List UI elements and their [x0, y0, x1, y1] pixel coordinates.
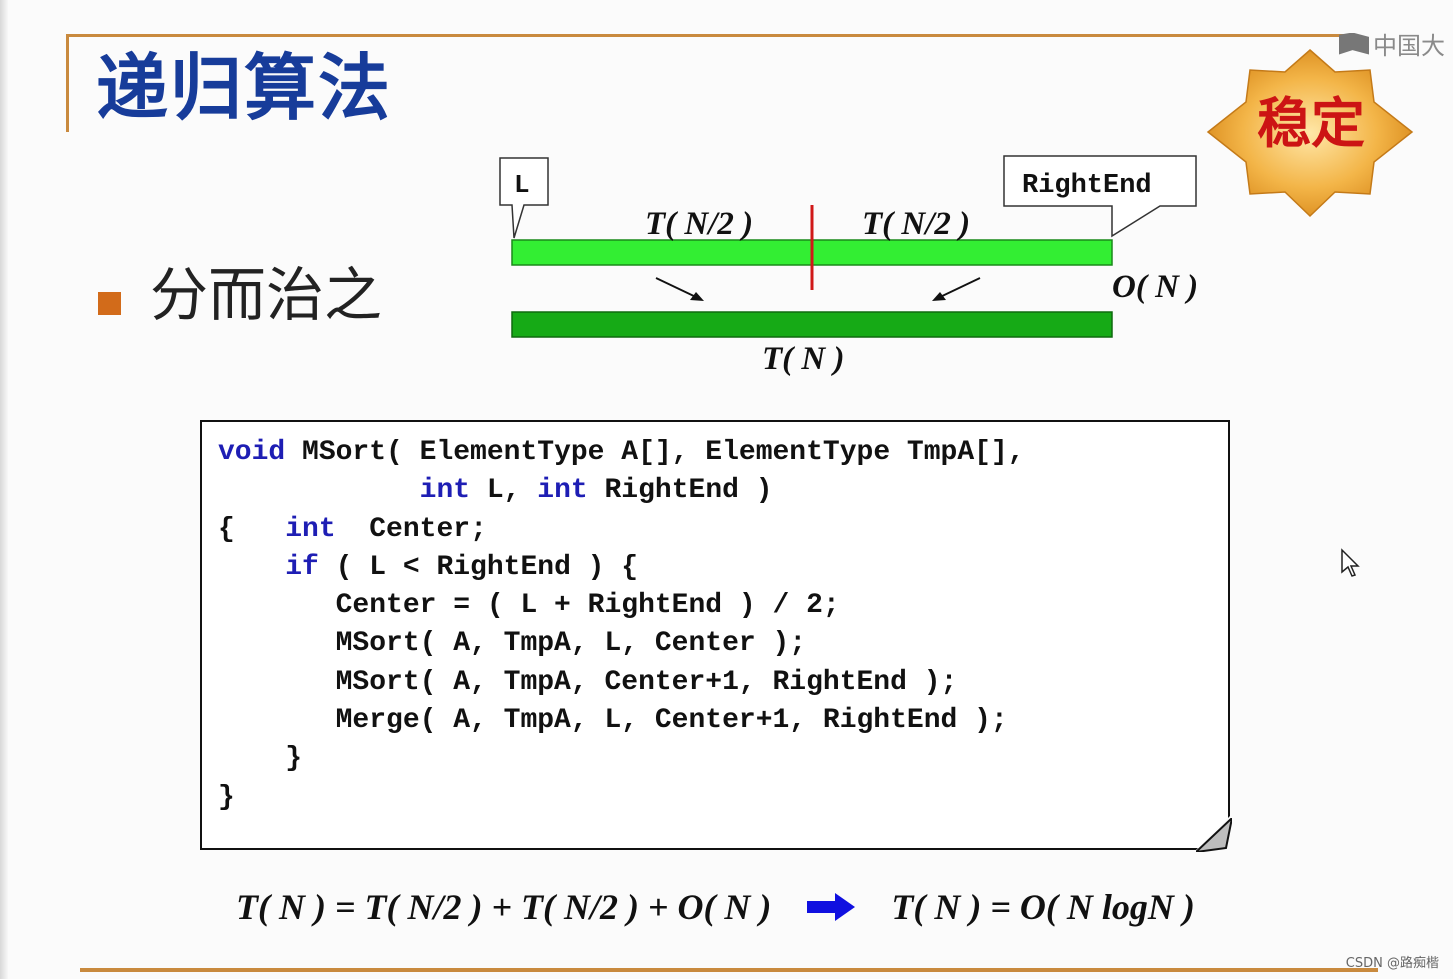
code-line: if ( L < RightEnd ) { [218, 549, 1025, 587]
merge-arrow-right [937, 277, 981, 299]
page-curl [1196, 818, 1232, 852]
code-keyword: int [285, 513, 336, 545]
bottom-rule [80, 968, 1378, 972]
merge-cost: O( N ) [1112, 269, 1198, 305]
code-line: MSort( A, TmpA, L, Center ); [218, 625, 1025, 663]
code-text: } [218, 781, 235, 813]
code-text: L, [470, 475, 538, 507]
code-line: int L, int RightEnd ) [218, 472, 1025, 510]
top-rule [66, 34, 1356, 37]
course-logo: 中国大 [1339, 26, 1445, 61]
bullet-text: 分而治之 [150, 261, 383, 329]
code-lines: void MSort( ElementType A[], ElementType… [218, 434, 1025, 817]
code-text: } [218, 743, 303, 775]
code-line: MSort( A, TmpA, Center+1, RightEnd ); [218, 664, 1025, 702]
starburst-badge-icon [1206, 49, 1414, 218]
code-text: MSort( A, TmpA, L, Center ); [218, 628, 807, 660]
logo-text: 中国大 [1373, 32, 1445, 60]
left-edge-shadow [0, 0, 8, 979]
code-text: Merge( A, TmpA, L, Center+1, RightEnd ); [218, 705, 1008, 737]
code-keyword: int [537, 475, 588, 507]
code-text: MSort( ElementType A[], ElementType TmpA… [285, 437, 1025, 468]
code-keyword: if [285, 551, 319, 583]
book-logo-icon [1339, 32, 1369, 55]
code-line: { int Center; [218, 511, 1025, 549]
code-keyword: int [419, 475, 471, 507]
code-text: MSort( A, TmpA, Center+1, RightEnd ); [218, 666, 958, 698]
code-block [200, 420, 1230, 850]
complexity-formula: T( N ) = T( N/2 ) + T( N/2 ) + O( N ) T(… [236, 882, 1195, 932]
csdn-watermark: CSDN @路痴楷 [1345, 956, 1439, 971]
code-line: void MSort( ElementType A[], ElementType… [218, 434, 1025, 472]
left-rule [66, 34, 69, 132]
merge-diagram: L RightEnd T( N/2 ) T( N/2 ) O( N ) T( N… [499, 155, 1198, 377]
code-text [218, 552, 285, 583]
code-line: Center = ( L + RightEnd ) / 2; [218, 587, 1025, 625]
right-label: RightEnd [1022, 171, 1152, 201]
code-line: } [218, 779, 1025, 817]
code-line: } [218, 740, 1025, 778]
code-text: ( L < RightEnd ) { [318, 551, 639, 583]
mouse-cursor-icon [1341, 548, 1360, 577]
result-formula: T( N ) = O( N logN ) [891, 887, 1195, 927]
code-text: Center = ( L + RightEnd ) / 2; [218, 590, 840, 622]
code-line: Merge( A, TmpA, L, Center+1, RightEnd ); [218, 702, 1025, 740]
code-text [218, 475, 420, 506]
total-cost: T( N ) [762, 341, 844, 377]
recurrence-formula: T( N ) = T( N/2 ) + T( N/2 ) + O( N ) [236, 887, 772, 927]
sorted-array-bar [511, 311, 1113, 338]
slide-title: 递归算法 [96, 45, 393, 130]
right-label-callout [1003, 155, 1197, 238]
code-text: RightEnd ) [587, 475, 773, 507]
stable-badge: 稳定 [1257, 91, 1365, 155]
left-label: L [514, 170, 530, 200]
code-text: Center; [335, 513, 487, 545]
code-text: { [218, 513, 286, 545]
left-label-callout [499, 157, 549, 239]
merge-arrow-left [655, 277, 699, 299]
left-half-cost: T( N/2 ) [645, 206, 753, 242]
bullet-marker [98, 292, 121, 315]
right-half-cost: T( N/2 ) [862, 206, 970, 242]
code-keyword: void [218, 437, 286, 468]
implies-arrow-icon [807, 893, 856, 921]
